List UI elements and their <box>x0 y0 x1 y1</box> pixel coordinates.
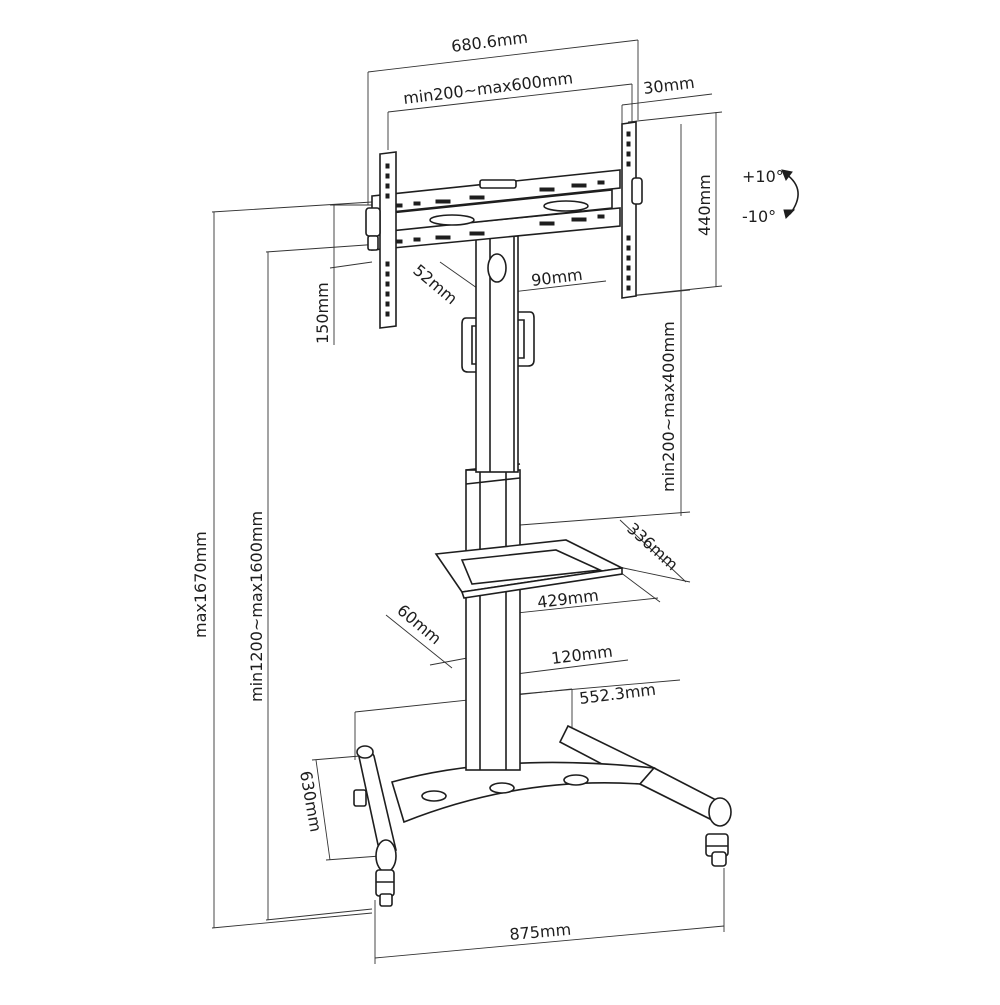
caster-wheels <box>353 789 729 907</box>
leg-cap-front <box>375 839 397 873</box>
dimension-lines <box>211 39 725 964</box>
label-tilt-up: +10° <box>742 167 784 186</box>
right-arm-holes <box>626 131 631 291</box>
caster-right <box>705 833 729 867</box>
label-mount-height-adjust: min200~max400mm <box>659 321 678 492</box>
label-bracket-height: 440mm <box>695 174 714 236</box>
base-frame <box>356 724 732 873</box>
label-shelf-width: 429mm <box>536 586 600 612</box>
label-bracket-depth: 30mm <box>642 73 695 98</box>
label-shelf-depth: 336mm <box>623 519 682 574</box>
label-base-inner-width: 552.3mm <box>578 680 657 708</box>
rail-slots <box>395 180 605 244</box>
wall-mount-bracket <box>365 121 643 329</box>
label-lower-pole-depth: 60mm <box>393 601 445 649</box>
caster-front-left <box>375 869 395 907</box>
label-height-range: min1200~max1600mm <box>247 511 266 702</box>
label-lower-pole-width: 120mm <box>550 642 614 668</box>
label-arm-offset: 150mm <box>313 282 332 344</box>
label-pole-width: 90mm <box>530 265 583 290</box>
label-pole-depth: 52mm <box>409 261 461 309</box>
base-hole-center <box>489 782 515 794</box>
label-tilt-down: -10° <box>742 207 776 226</box>
left-arm-holes <box>385 163 390 317</box>
base-hole-right <box>563 774 589 786</box>
base-hole-left <box>421 790 447 802</box>
leg-cap-right <box>708 797 732 827</box>
upright-pole <box>465 235 521 771</box>
caster-rear-left <box>353 789 367 807</box>
handles <box>461 311 535 373</box>
label-base-depth: 630mm <box>296 769 325 833</box>
label-vesa-range: min200~max600mm <box>402 68 574 108</box>
cable-slot <box>487 253 507 283</box>
label-base-width: 875mm <box>509 920 572 944</box>
label-max-height: max1670mm <box>191 531 210 638</box>
label-overall-width: 680.6mm <box>450 28 529 56</box>
tilt-arrow-icon <box>781 169 799 219</box>
shelf <box>434 539 625 599</box>
